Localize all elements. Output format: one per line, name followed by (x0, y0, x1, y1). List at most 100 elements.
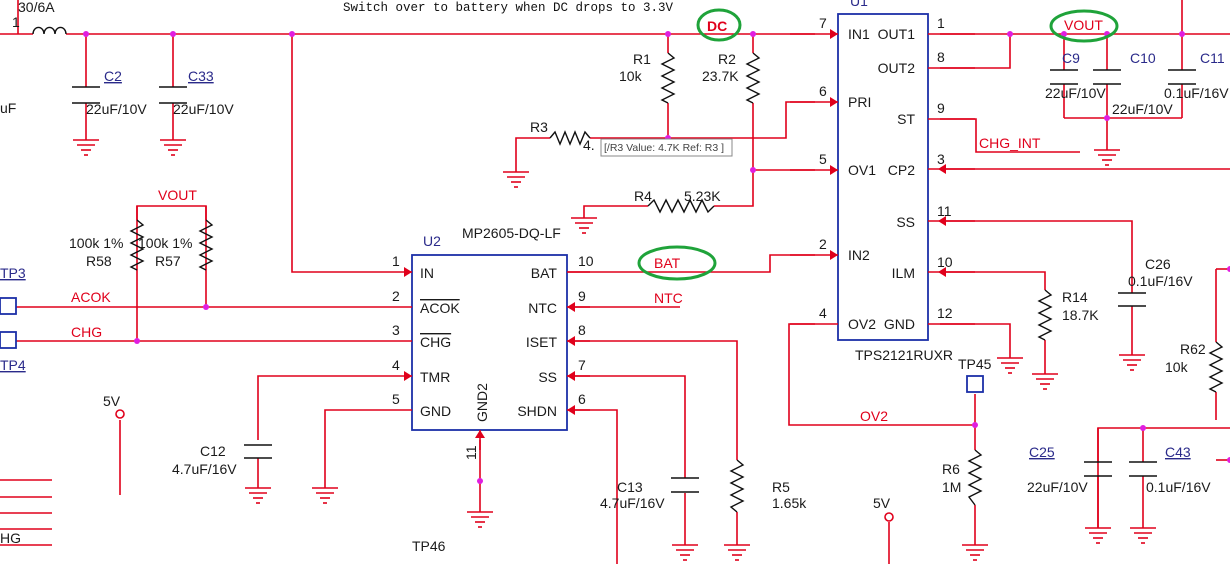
net-label-bat: BAT (654, 255, 681, 271)
c43-ref: C43 (1165, 444, 1191, 460)
tp46-label: TP46 (412, 538, 446, 554)
u2-pin-name: IN (420, 265, 434, 281)
u2-pin-name: CHG (420, 334, 451, 350)
r3-value: 4. (583, 137, 595, 153)
r3-ref: R3 (530, 119, 548, 135)
c2-value: 22uF/10V (86, 101, 147, 117)
r57-ref: R57 (155, 253, 181, 269)
c26-value: 0.1uF/16V (1128, 273, 1193, 289)
u1-pin-name: PRI (848, 94, 871, 110)
highlight-vout: VOUT (1049, 9, 1119, 43)
power-port-icon (884, 512, 894, 522)
u1-pin-name: ILM (892, 265, 915, 281)
u1-pin-num: 5 (819, 151, 827, 167)
u2-pin-name: SHDN (517, 403, 557, 419)
net-label-chg: CHG (71, 324, 102, 340)
r1-ref: R1 (633, 51, 651, 67)
highlight-dc: DC (696, 8, 742, 42)
power-5v-label: 5V (873, 495, 891, 511)
power-5v-label: 5V (103, 393, 121, 409)
c33-value: 22uF/10V (173, 101, 234, 117)
tp4-pad[interactable] (0, 331, 17, 349)
u1-pin-name: OUT1 (878, 26, 916, 42)
c33-ref: C33 (188, 68, 214, 84)
u2-pin-num: 8 (578, 322, 586, 338)
design-note: Switch over to battery when DC drops to … (343, 1, 674, 15)
u2-pin-name: GND2 (474, 383, 490, 422)
u1-pin-num: 6 (819, 83, 827, 99)
u2-pin-name: ACOK (420, 300, 460, 316)
u2-pin-num: 2 (392, 288, 400, 304)
u1-pin-name: OV1 (848, 162, 876, 178)
u2-pin-name: TMR (420, 369, 450, 385)
r6-ref: R6 (942, 461, 960, 477)
r57-value: 100k 1% (138, 235, 192, 251)
r58-ref: R58 (86, 253, 112, 269)
inductor-pin: 1 (12, 14, 20, 30)
u1-pin-num: 2 (819, 236, 827, 252)
tp45-pad[interactable] (966, 375, 984, 393)
net-label-vout-top: VOUT (1064, 17, 1103, 33)
net-label-ov2: OV2 (860, 408, 888, 424)
c13-ref: C13 (617, 479, 643, 495)
c10-value: 22uF/10V (1112, 101, 1173, 117)
u2-pin-num: 4 (392, 357, 400, 373)
u1-pin-num: 1 (937, 15, 945, 31)
net-label-vout: VOUT (158, 187, 197, 203)
u2-pin-num: 9 (578, 288, 586, 304)
u2-pin-num: 10 (578, 253, 594, 269)
net-label-ntc: NTC (654, 290, 683, 306)
u2-ref: U2 (423, 233, 441, 249)
inductor-label: 30/6A (18, 0, 55, 15)
u2-part: MP2605-DQ-LF (462, 225, 561, 241)
u2-body (411, 254, 568, 431)
u1-part: TPS2121RUXR (855, 347, 953, 363)
u2-pin-num: 3 (392, 322, 400, 338)
u1-pin-num: 10 (937, 254, 953, 270)
u2-pin-num: 11 (463, 445, 479, 460)
r14-ref: R14 (1062, 289, 1088, 305)
u1-pin-name: SS (896, 214, 915, 230)
net-label-acok: ACOK (71, 289, 111, 305)
r5-value: 1.65k (772, 495, 807, 511)
u1-pin-name: IN1 (848, 26, 870, 42)
r2-value: 23.7K (702, 68, 739, 84)
c11-ref: C11 (1200, 50, 1225, 66)
c10-ref: C10 (1130, 50, 1156, 66)
u2-pin-num: 6 (578, 391, 586, 407)
power-port-icon (115, 409, 125, 419)
u2-pin-name: SS (538, 369, 557, 385)
r62-value: 10k (1165, 359, 1189, 375)
tp3-label: TP3 (0, 265, 26, 281)
net-label-chg-int: CHG_INT (979, 135, 1041, 151)
c12-ref: C12 (200, 443, 226, 459)
u2-pin-name: GND (420, 403, 451, 419)
u1-pin-num: 4 (819, 305, 827, 321)
c25-ref: C25 (1029, 444, 1055, 460)
passive-symbols (32, 26, 1224, 513)
tp4-label: TP4 (0, 357, 26, 373)
u1-chip[interactable]: U1 TPS2121RUXR IN1 7 PRI 6 OV1 5 IN2 2 O… (790, 0, 975, 363)
r2-ref: R2 (718, 51, 736, 67)
u1-pin-num: 3 (937, 151, 945, 167)
r62-ref: R62 (1180, 341, 1206, 357)
tp3-pad[interactable] (0, 297, 17, 315)
r5-ref: R5 (772, 479, 790, 495)
left-cap-value: uF (0, 100, 16, 116)
c11-value: 0.1uF/16V (1164, 85, 1229, 101)
u2-pin-num: 7 (578, 357, 586, 373)
u1-pin-name: OV2 (848, 316, 876, 332)
u1-pin-num: 7 (819, 15, 827, 31)
c26-ref: C26 (1145, 256, 1171, 272)
u1-body (837, 13, 929, 341)
r58-value: 100k 1% (69, 235, 123, 251)
c9-value: 22uF/10V (1045, 85, 1106, 101)
u1-pin-name: ST (897, 111, 915, 127)
u2-chip[interactable]: U2 MP2605-DQ-LF IN 1 ACOK 2 CHG 3 TMR 4 … (392, 225, 594, 460)
r14-value: 18.7K (1062, 307, 1099, 323)
u1-pin-num: 11 (937, 203, 952, 219)
c12-value: 4.7uF/16V (172, 461, 237, 477)
u1-pin-name: CP2 (888, 162, 915, 178)
